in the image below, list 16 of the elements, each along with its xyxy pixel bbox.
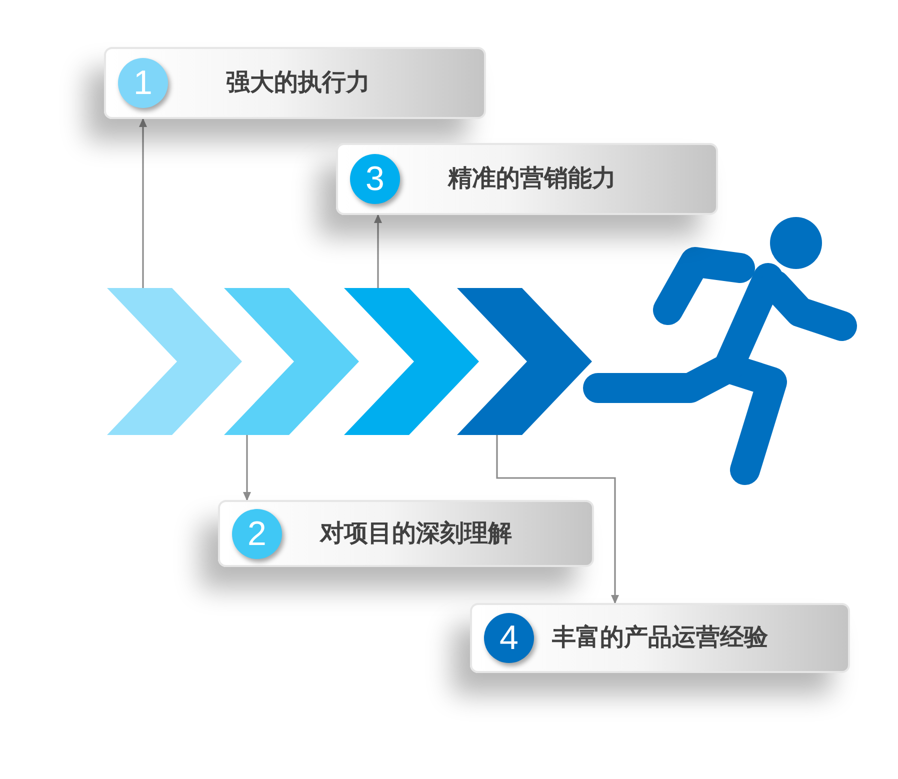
connector-arrow: [496, 435, 619, 604]
label-box: [336, 143, 718, 215]
connector-arrow: [374, 214, 382, 288]
connector-arrow: [243, 435, 251, 501]
step-label: 丰富的产品运营经验: [552, 623, 768, 653]
step-number: 3: [350, 154, 400, 204]
step-label: 精准的营销能力: [448, 164, 616, 194]
label-box: [218, 500, 594, 567]
step-number: 4: [484, 613, 534, 663]
label-box: [104, 47, 486, 119]
step-label: 对项目的深刻理解: [320, 518, 512, 548]
label-box: [470, 603, 850, 673]
step-label: 强大的执行力: [226, 68, 370, 98]
step-number: 1: [118, 58, 168, 108]
step-number: 2: [232, 508, 282, 558]
connector-arrow: [139, 118, 147, 288]
